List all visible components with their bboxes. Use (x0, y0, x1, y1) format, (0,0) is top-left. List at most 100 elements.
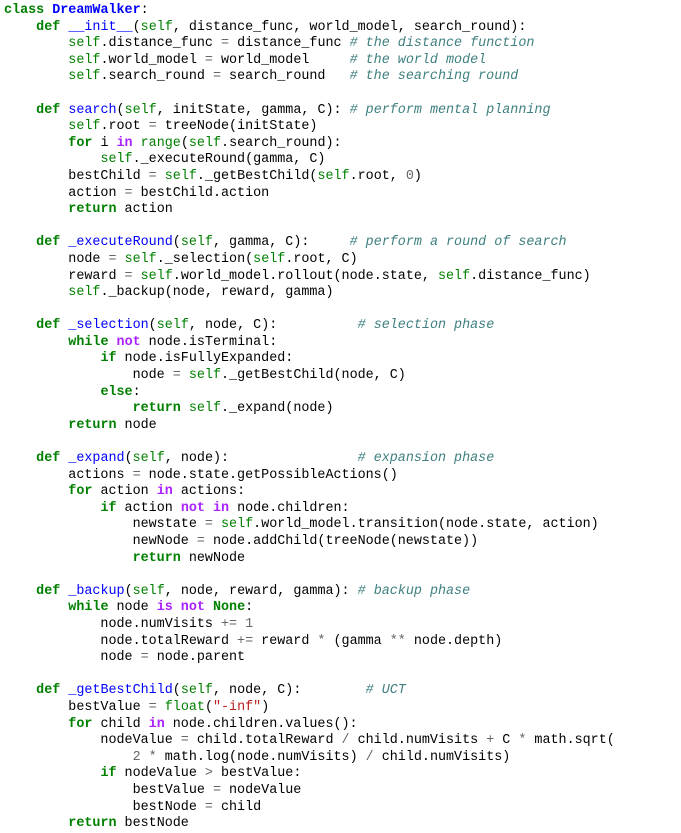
code-line: def search(self, initState, gamma, C): #… (4, 103, 681, 120)
code-token: ( (124, 583, 133, 599)
code-token: self (140, 268, 173, 284)
code-comment: # the searching round (349, 69, 519, 85)
code-line: bestChild = self._getBestChild(self.root… (4, 169, 681, 186)
code-token: * (317, 633, 326, 649)
code-token (4, 235, 36, 250)
code-token (4, 202, 68, 217)
code-token: in (156, 484, 173, 500)
code-line: newNode = node.addChild(treeNode(newstat… (4, 534, 681, 551)
code-token: ** (389, 633, 406, 649)
code-token: = (212, 69, 221, 85)
code-token: ( (172, 235, 181, 251)
code-token: node (4, 251, 109, 267)
code-token: nodeValue (116, 766, 205, 782)
code-token (4, 285, 68, 300)
code-token: node.addChild(treeNode(newstate)) (204, 534, 479, 549)
code-token: bestValue: (212, 766, 302, 782)
code-line: if nodeValue > bestValue: (4, 766, 681, 783)
code-token: not in (180, 500, 230, 516)
code-token: ( (132, 19, 141, 35)
code-token: self (124, 102, 157, 118)
code-token: for (68, 716, 93, 732)
code-token: , node, reward, gamma): (164, 583, 358, 599)
code-token: ._expand(node) (221, 401, 334, 417)
code-token: self (68, 69, 101, 85)
code-token: node.isTerminal: (140, 334, 278, 350)
code-token (4, 717, 68, 732)
code-token: .search_round (100, 69, 213, 85)
code-token: math.log(node.numVisits) (156, 749, 366, 765)
code-token: = (132, 467, 141, 483)
code-token: actions (4, 467, 133, 483)
code-token: self (253, 251, 286, 267)
code-token: while (68, 600, 109, 616)
code-token: C (494, 733, 519, 749)
code-token: : (132, 384, 141, 400)
code-token: action (4, 185, 125, 201)
code-comment: # UCT (365, 683, 406, 699)
code-token: action (116, 500, 181, 516)
code-token: (gamma (325, 633, 390, 649)
code-token: if (100, 766, 117, 782)
code-token: def (36, 451, 61, 467)
code-token (237, 617, 245, 632)
code-token: child.numVisits) (373, 749, 511, 765)
code-token: return (132, 550, 181, 566)
code-comment: # the world model (349, 52, 487, 68)
code-token: def (36, 19, 61, 35)
code-token (4, 385, 100, 400)
code-line: node.totalReward += reward * (gamma ** n… (4, 634, 681, 651)
code-token (133, 269, 141, 284)
code-comment: # selection phase (357, 318, 495, 334)
code-token (4, 103, 36, 118)
code-token: ._executeRound(gamma, C) (132, 152, 326, 168)
code-token: bestChild (4, 168, 149, 184)
code-token: ) (413, 168, 422, 184)
code-token: ( (180, 135, 189, 151)
code-token: actions: (172, 484, 246, 500)
code-token: > (204, 766, 213, 782)
code-token: self (317, 168, 350, 184)
code-token: ._getBestChild(node, C) (221, 368, 406, 384)
code-line: class DreamWalker: (4, 3, 681, 20)
code-line: 2 * math.log(node.numVisits) / child.num… (4, 750, 681, 767)
code-token (4, 484, 68, 499)
code-comment: # perform a round of search (349, 235, 567, 251)
code-line: def _selection(self, node, C): # selecti… (4, 318, 681, 335)
code-line: bestNode = child (4, 800, 681, 817)
code-line: if node.isFullyExpanded: (4, 351, 681, 368)
code-token: reward (253, 633, 318, 649)
code-token: bestValue (4, 782, 213, 798)
code-token: node.numVisits (4, 616, 221, 632)
code-token: self (180, 235, 213, 251)
code-token: if (100, 500, 117, 516)
code-token: treeNode(initState) (156, 119, 318, 135)
code-token: , initState, gamma, C): (156, 102, 350, 118)
code-token (205, 600, 213, 615)
code-token (4, 584, 36, 599)
code-token: ( (124, 451, 133, 467)
code-token: : (140, 3, 149, 18)
code-token (4, 152, 100, 167)
code-token: def (36, 102, 61, 118)
code-token: search (68, 102, 117, 118)
code-line: if action not in node.children: (4, 501, 681, 518)
code-line: self._executeRound(gamma, C) (4, 152, 681, 169)
code-token: for (68, 484, 93, 500)
code-token: .distance_func) (470, 268, 591, 284)
code-line (4, 302, 681, 319)
code-token: child (212, 799, 262, 815)
code-token: += (237, 633, 254, 649)
code-token: node.state.getPossibleActions() (140, 467, 398, 483)
code-token (4, 351, 100, 366)
code-comment: # perform mental planning (349, 102, 551, 118)
code-token: while (68, 334, 109, 350)
code-token: nodeValue (220, 782, 302, 798)
code-token (157, 169, 165, 184)
code-line: self._backup(node, reward, gamma) (4, 285, 681, 302)
code-token (4, 36, 68, 51)
code-token: ( (172, 683, 181, 699)
code-token: / (341, 733, 350, 749)
code-token (4, 683, 36, 698)
